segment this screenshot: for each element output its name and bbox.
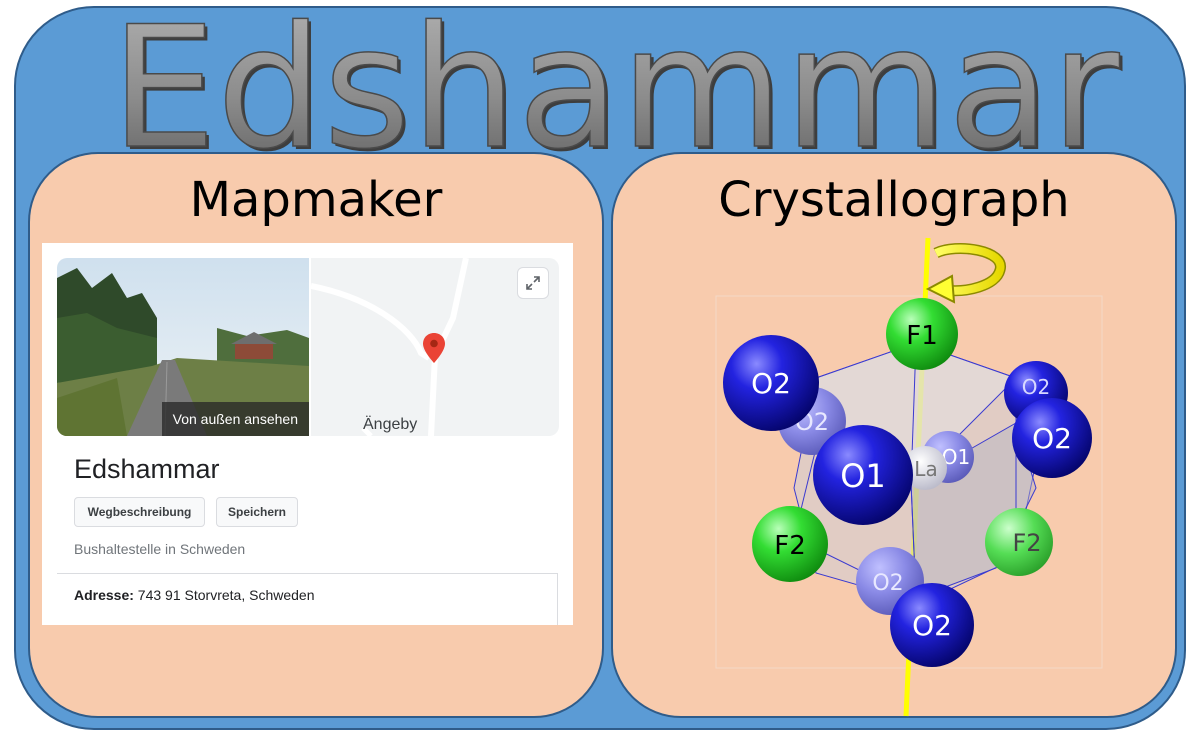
expand-icon	[526, 276, 540, 290]
svg-text:F2: F2	[1012, 529, 1041, 557]
street-view-photo[interactable]: Von außen ansehen	[57, 258, 309, 436]
svg-text:O1: O1	[840, 457, 886, 495]
address-row: Adresse: 743 91 Storvreta, Schweden	[74, 587, 314, 603]
map-roads	[311, 258, 469, 436]
title-shadow: Edshammar	[113, 0, 1123, 160]
page-title: Edshammar	[110, 0, 1120, 160]
svg-text:F2: F2	[774, 531, 806, 561]
card-edge-line	[557, 573, 558, 625]
rotation-arrow-icon	[925, 242, 1006, 304]
atom-o2-top-left: O2	[723, 335, 819, 431]
place-type: Bushaltestelle in Schweden	[74, 541, 246, 557]
svg-text:O2: O2	[751, 367, 791, 400]
atom-o2-bottom: O2	[890, 583, 974, 667]
crystal-structure-graphic: O2 O2 O1 La F2 O2 F1 O2	[715, 237, 1103, 717]
street-view-overlay-label[interactable]: Von außen ansehen	[161, 402, 309, 436]
atom-o2-right: O2	[1012, 398, 1092, 478]
mapmaker-heading: Mapmaker	[189, 172, 443, 228]
address-label: Adresse:	[74, 587, 134, 603]
atom-o1-front: O1	[813, 425, 913, 525]
title-banner: Edshammar Edshammar	[110, 0, 1124, 160]
svg-text:O2: O2	[872, 571, 903, 596]
save-button[interactable]: Speichern	[216, 497, 298, 527]
map-pin-icon[interactable]	[423, 333, 445, 363]
svg-text:F1: F1	[906, 321, 938, 351]
svg-text:La: La	[914, 457, 937, 481]
directions-button[interactable]: Wegbeschreibung	[74, 497, 205, 527]
svg-text:O2: O2	[1032, 422, 1072, 455]
divider	[57, 573, 558, 574]
svg-text:O2: O2	[912, 609, 952, 642]
atom-la-center: La	[903, 446, 947, 490]
address-value: 743 91 Storvreta, Schweden	[133, 587, 315, 603]
map-thumbnail[interactable]: Ängeby	[311, 258, 559, 436]
map-town-label: Ängeby	[363, 416, 418, 433]
crystal-structure-view: O2 O2 O1 La F2 O2 F1 O2	[715, 237, 1116, 718]
atom-f2-left: F2	[752, 506, 828, 582]
place-card: Von außen ansehen Ängeby Edshammar Wegbe…	[42, 243, 573, 625]
svg-text:O2: O2	[1022, 375, 1050, 399]
atom-f2-right: F2	[985, 508, 1053, 576]
expand-map-button[interactable]	[517, 267, 549, 299]
place-name: Edshammar	[74, 454, 220, 484]
crystallograph-heading: Crystallograph	[718, 172, 1070, 228]
atom-f1: F1	[886, 298, 958, 370]
